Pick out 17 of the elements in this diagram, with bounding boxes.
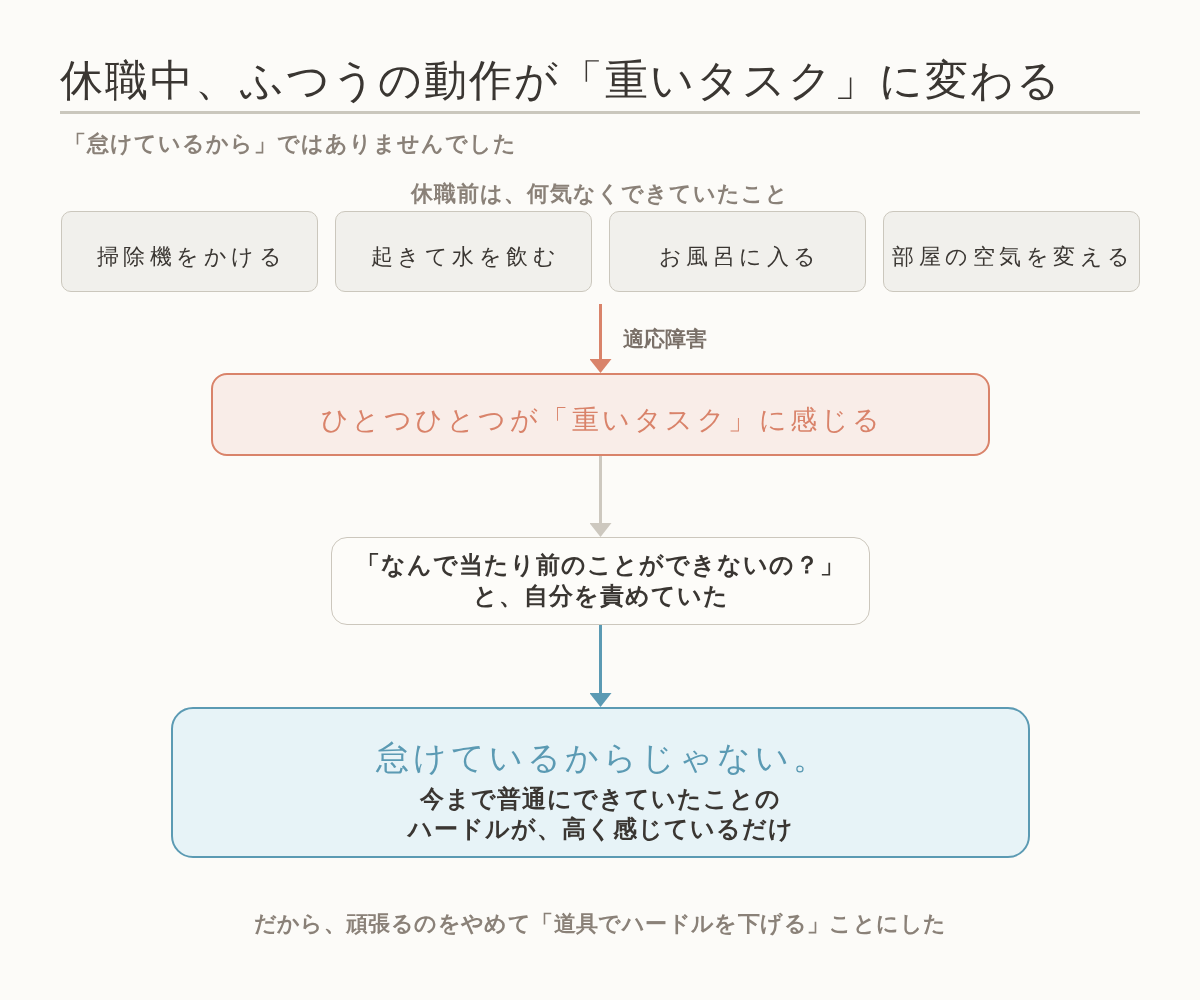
arrow — [589, 304, 612, 373]
task-box: 部屋の空気を変える — [883, 211, 1140, 292]
subheading: 「怠けているから」ではありませんでした — [64, 131, 517, 158]
message-text: 今まで普通にできていたことのハードルが、高く感じているだけ — [406, 783, 795, 845]
footer-note: だから、頑張るのをやめて「道具でハードルを下げる」ことにした — [253, 911, 947, 938]
task-box: お風呂に入る — [609, 211, 866, 292]
edge-label: 適応障害 — [622, 325, 707, 352]
feeling-box: ひとつひとつが「重いタスク」に感じる — [211, 373, 990, 456]
message-heading: 怠けているからじゃない。 — [374, 738, 830, 778]
task-box: 掃除機をかける — [61, 211, 318, 292]
task-box: 起きて水を飲む — [335, 211, 592, 292]
section-heading: 休職前は、何気なくできていたこと — [411, 181, 789, 208]
arrow — [589, 456, 612, 537]
arrow — [589, 625, 612, 707]
page-title: 休職中、ふつうの動作が「重いタスク」に変わる — [60, 55, 1062, 107]
thought-box: 「なんで当たり前のことができないの？」と、自分を責めていた — [331, 537, 870, 625]
message-box — [171, 707, 1030, 858]
